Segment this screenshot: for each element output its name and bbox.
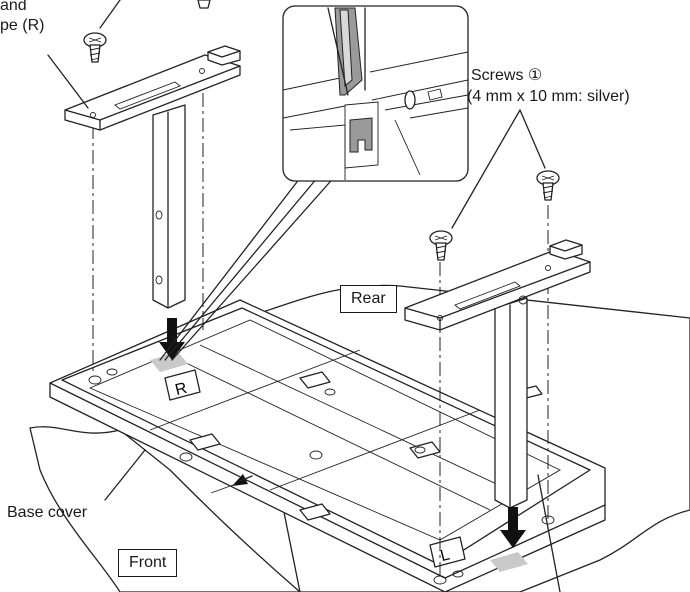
- stand-pipe-r: [64, 45, 241, 309]
- front-label: Front: [118, 549, 178, 577]
- insert-arrow-icon: [159, 318, 185, 360]
- screw-icon: [429, 230, 453, 261]
- marker-l: [429, 536, 466, 568]
- screw-icon: [197, 0, 211, 9]
- screw-icon: [536, 170, 560, 201]
- stand-pipe-l: [404, 239, 591, 509]
- leader-lines: [47, 0, 561, 592]
- screws-label-line2: (4 mm x 10 mm: silver): [467, 88, 630, 105]
- direction-arrow-icon: [232, 474, 253, 486]
- marker-l-text: L: [439, 546, 452, 565]
- marker-r: [164, 369, 201, 401]
- screw-icon: [83, 32, 107, 63]
- detail-inset: [159, 5, 469, 361]
- rear-label: Rear: [340, 285, 397, 313]
- stand-pipe-label-line2: pe (R): [0, 17, 45, 34]
- marker-r-text: R: [173, 380, 188, 399]
- insert-arrow-icon: [500, 507, 526, 548]
- stand-pipe-label-line1: and: [0, 0, 27, 14]
- base-cover-label: Base cover: [7, 504, 88, 521]
- screws-label-line1: Screws ①: [471, 67, 543, 84]
